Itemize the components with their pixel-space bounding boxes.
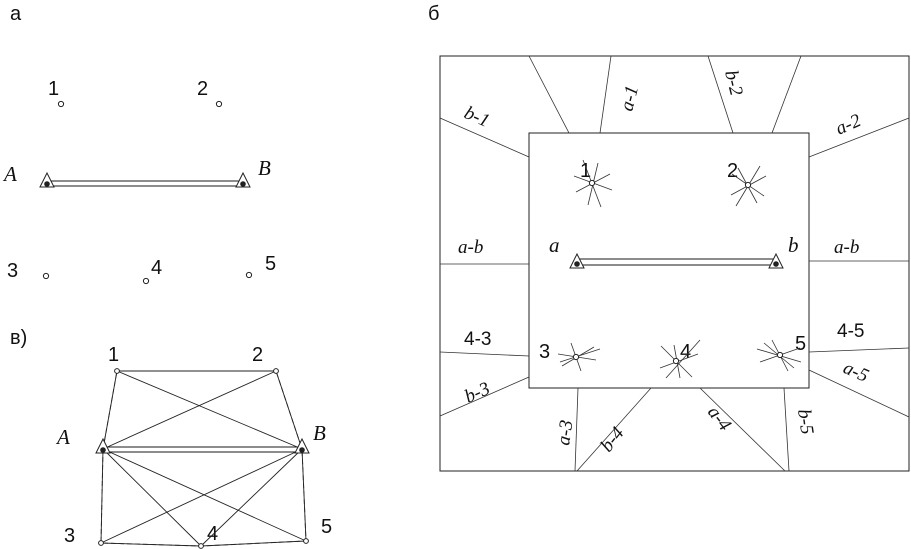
panel-b-border-b5: b-5 <box>793 408 817 436</box>
panel-c-baseline <box>95 437 310 454</box>
panel-b-outer-frame <box>439 55 910 472</box>
panel-c-traverse-outline <box>100 370 307 547</box>
panel-c-point-4-label: 4 <box>207 523 218 545</box>
panel-b-border-a2: a-2 <box>832 110 864 140</box>
panel-b-point-4: 4 <box>659 339 701 379</box>
panel-b-border-b1: b-1 <box>461 102 493 131</box>
panel-a: а 1 2 3 4 5 A B <box>2 3 276 285</box>
panel-c-point-3 <box>98 540 104 546</box>
panel-b: б a-1 b-2 b-1 a-2 a-b a-b <box>428 3 910 472</box>
panel-a-base-end-label: B <box>258 156 271 180</box>
panel-a-point-4-label: 4 <box>151 257 162 279</box>
panel-b-station-a <box>574 261 580 267</box>
panel-c-triangle-A <box>95 437 111 454</box>
panel-a-station-A <box>44 181 50 187</box>
panel-a-point-5 <box>245 271 253 279</box>
panel-b-border-a3: a-3 <box>553 419 577 447</box>
panel-b-border-ab-left: a-b <box>458 237 483 258</box>
panel-c-station-B <box>299 447 305 453</box>
panel-c-label: в) <box>10 327 27 349</box>
panel-b-border-a1: a-1 <box>616 84 643 114</box>
panel-a-point-5-label: 5 <box>265 253 276 275</box>
panel-b-point-2: 2 <box>727 160 767 207</box>
panel-c-point-5 <box>303 538 309 544</box>
panel-a-label: а <box>10 3 22 25</box>
panel-c-point-2-label: 2 <box>252 344 263 366</box>
panel-c-point-1 <box>114 368 120 374</box>
panel-b-triangle-a <box>569 252 585 269</box>
panel-b-triangle-b <box>768 252 784 269</box>
panel-b-point-3: 3 <box>539 341 601 372</box>
panel-b-border-b2: b-2 <box>720 68 747 98</box>
panel-a-baseline <box>39 171 251 188</box>
panel-b-border-43: 4-3 <box>464 329 491 350</box>
panel-b-border-45: 4-5 <box>837 321 864 342</box>
panel-c-station-A <box>100 447 106 453</box>
panel-a-point-1-label: 1 <box>48 78 59 100</box>
panel-c-point-2 <box>273 368 279 374</box>
panel-b-border-ab-right: a-b <box>834 237 859 258</box>
panel-b-point-1: 1 <box>573 159 613 208</box>
panel-c-observation-lines <box>100 370 307 547</box>
panel-c-base-end-label: B <box>313 421 326 445</box>
panel-a-point-4 <box>142 277 150 285</box>
panel-b-border-b3: b-3 <box>461 378 493 407</box>
panel-a-point-2 <box>215 100 223 108</box>
panel-b-border-lines <box>439 55 910 472</box>
panel-c-base-start-label: A <box>55 425 70 449</box>
panel-c-point-4 <box>198 543 204 549</box>
panel-a-triangle-B <box>235 171 251 188</box>
panel-b-point-2-label: 2 <box>727 160 738 182</box>
panel-a-point-3-label: 3 <box>7 260 18 282</box>
panel-b-baseline <box>569 252 784 269</box>
panel-c-point-3-label: 3 <box>64 525 75 547</box>
panel-c-point-5-label: 5 <box>321 516 332 538</box>
panel-a-base-start-label: A <box>2 162 17 186</box>
panel-b-point-5-label: 5 <box>795 333 806 355</box>
panel-a-point-2-label: 2 <box>197 78 208 100</box>
panel-b-label: б <box>428 3 439 25</box>
panel-b-inner-frame <box>528 132 810 389</box>
panel-a-point-1 <box>57 100 65 108</box>
panel-a-station-B <box>240 181 246 187</box>
panel-c: в) 1 2 3 4 5 A B <box>10 327 332 549</box>
panel-b-point-3-label: 3 <box>539 341 550 363</box>
panel-b-base-end-label: b <box>788 233 799 257</box>
panel-a-triangle-A <box>39 171 55 188</box>
panel-b-point-5: 5 <box>756 333 806 372</box>
panel-c-point-1-label: 1 <box>108 344 119 366</box>
panel-b-border-b4: b-4 <box>596 423 628 456</box>
panel-b-base-start-label: a <box>549 233 560 257</box>
panel-b-point-4-label: 4 <box>680 341 691 363</box>
panel-b-border-a5: a-5 <box>840 357 872 386</box>
panel-c-triangle-B <box>294 437 310 454</box>
panel-b-station-b <box>773 261 779 267</box>
panel-b-point-1-label: 1 <box>580 160 591 182</box>
panel-a-point-3 <box>42 272 50 280</box>
panel-b-border-a4: a-4 <box>703 402 735 435</box>
